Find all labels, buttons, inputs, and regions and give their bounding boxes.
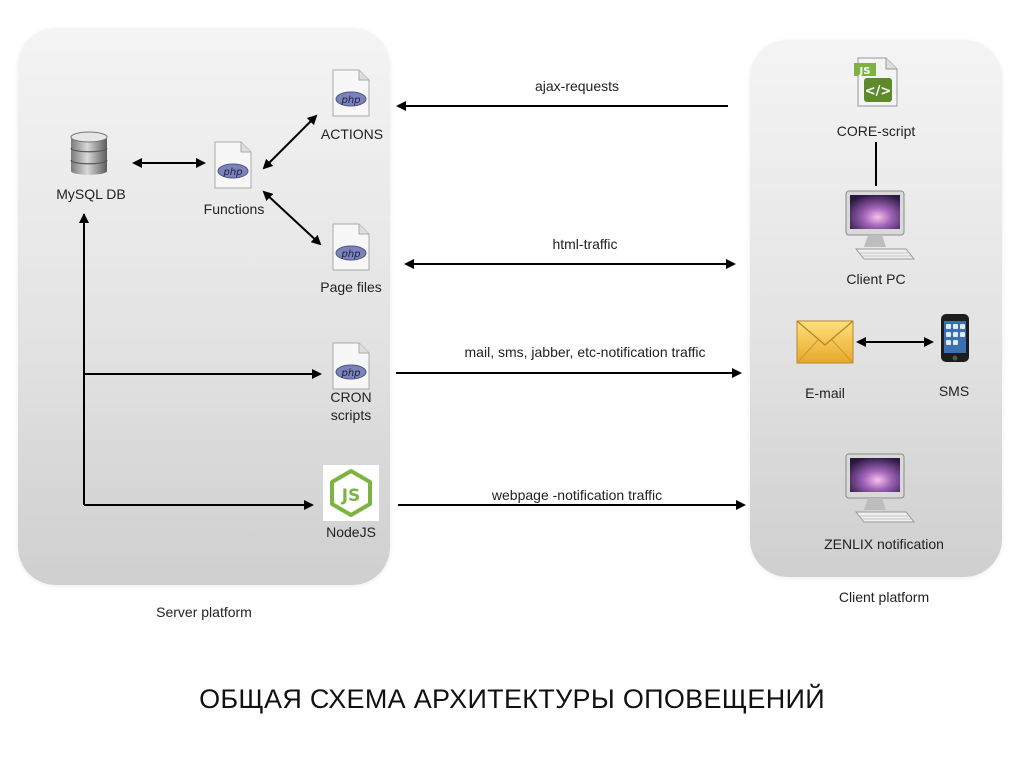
diagram-caption: ОБЩАЯ СХЕМА АРХИТЕКТУРЫ ОПОВЕЩЕНИЙ [199, 684, 825, 714]
webpage-traffic-label: webpage -notification traffic [491, 487, 663, 503]
cron-label-line1: CRON [330, 389, 372, 405]
nodejs-icon: JS [323, 465, 379, 521]
server-platform-label: Server platform [156, 604, 252, 620]
actions-label: ACTIONS [320, 126, 384, 142]
php-file-icon-functions: php [214, 141, 252, 189]
client-platform-label: Client platform [838, 589, 930, 605]
php-file-icon-actions: php [332, 69, 370, 117]
nodejs-label: NodeJS [326, 524, 376, 540]
database-icon [70, 131, 108, 175]
html-traffic-label: html-traffic [552, 236, 618, 252]
functions-pages-arrow [262, 190, 322, 246]
js-file-icon: JS </> [854, 57, 898, 107]
envelope-icon [796, 320, 854, 364]
ajax-requests-label: ajax-requests [534, 78, 620, 94]
code-glyph: </> [865, 84, 892, 99]
mysql-db-label: MySQL DB [56, 186, 126, 202]
zenlix-notification-label: ZENLIX notification [824, 536, 944, 552]
monitor-icon-client-pc [845, 190, 916, 260]
js-badge: JS [859, 66, 871, 77]
page-files-label: Page files [320, 279, 382, 295]
php-badge: php [222, 167, 242, 178]
php-file-icon-cron: php [332, 342, 370, 390]
mail-traffic-label: mail, sms, jabber, etc-notification traf… [464, 344, 706, 360]
cron-label-line2: scripts [330, 407, 372, 423]
email-label: E-mail [805, 385, 845, 401]
php-file-icon-pages: php [332, 223, 370, 271]
php-badge: php [340, 95, 360, 106]
functions-label: Functions [203, 201, 265, 217]
sms-label: SMS [938, 383, 970, 399]
core-script-label: CORE-script [836, 123, 916, 139]
nodejs-badge: JS [341, 486, 361, 506]
phone-icon [941, 314, 969, 362]
php-badge: php [340, 368, 360, 379]
client-pc-label: Client PC [846, 271, 906, 287]
functions-actions-arrow [262, 114, 318, 170]
php-badge: php [340, 249, 360, 260]
monitor-icon-zenlix [845, 453, 916, 523]
